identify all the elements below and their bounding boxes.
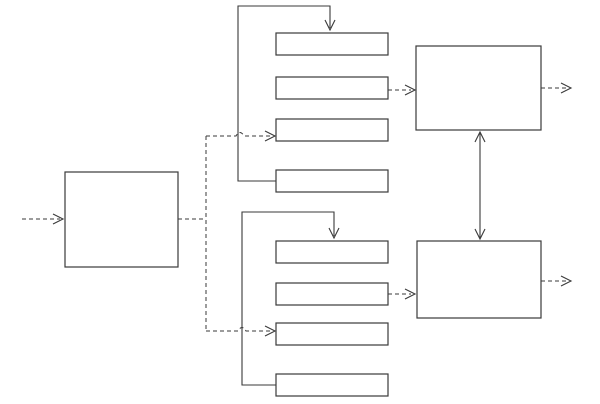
upper-feedback-line — [237, 5, 331, 182]
upper-slot-2 — [275, 76, 389, 100]
bidirectional-arrowhead-up — [474, 130, 486, 143]
branch-lower-dashed — [206, 327, 271, 332]
upper-slot-1 — [275, 32, 389, 56]
lower-right-block — [416, 240, 542, 319]
lower-slot-1 — [275, 240, 389, 264]
lower-to-right-arrowhead — [404, 288, 417, 300]
upper-feedback-arrowhead — [324, 19, 336, 32]
lower-slot-2 — [275, 282, 389, 306]
bidirectional-arrowhead-down — [474, 228, 486, 241]
branch-upper-arrowhead — [264, 130, 277, 142]
upper-slot-3 — [275, 118, 389, 142]
branch-lower-arrowhead — [264, 325, 277, 337]
input-block — [64, 171, 179, 268]
upper-right-block — [415, 45, 542, 131]
branch-upper-dashed — [206, 132, 271, 137]
upper-output-arrowhead — [560, 82, 573, 94]
lower-slot-3 — [275, 322, 389, 346]
lower-feedback-arrowhead — [328, 227, 340, 240]
upper-to-right-arrowhead — [404, 84, 417, 96]
lower-output-arrowhead — [560, 275, 573, 287]
lower-feedback-line — [241, 211, 335, 386]
lower-slot-4 — [275, 373, 389, 397]
upper-slot-4 — [275, 169, 389, 193]
input-arrowhead — [52, 213, 65, 225]
